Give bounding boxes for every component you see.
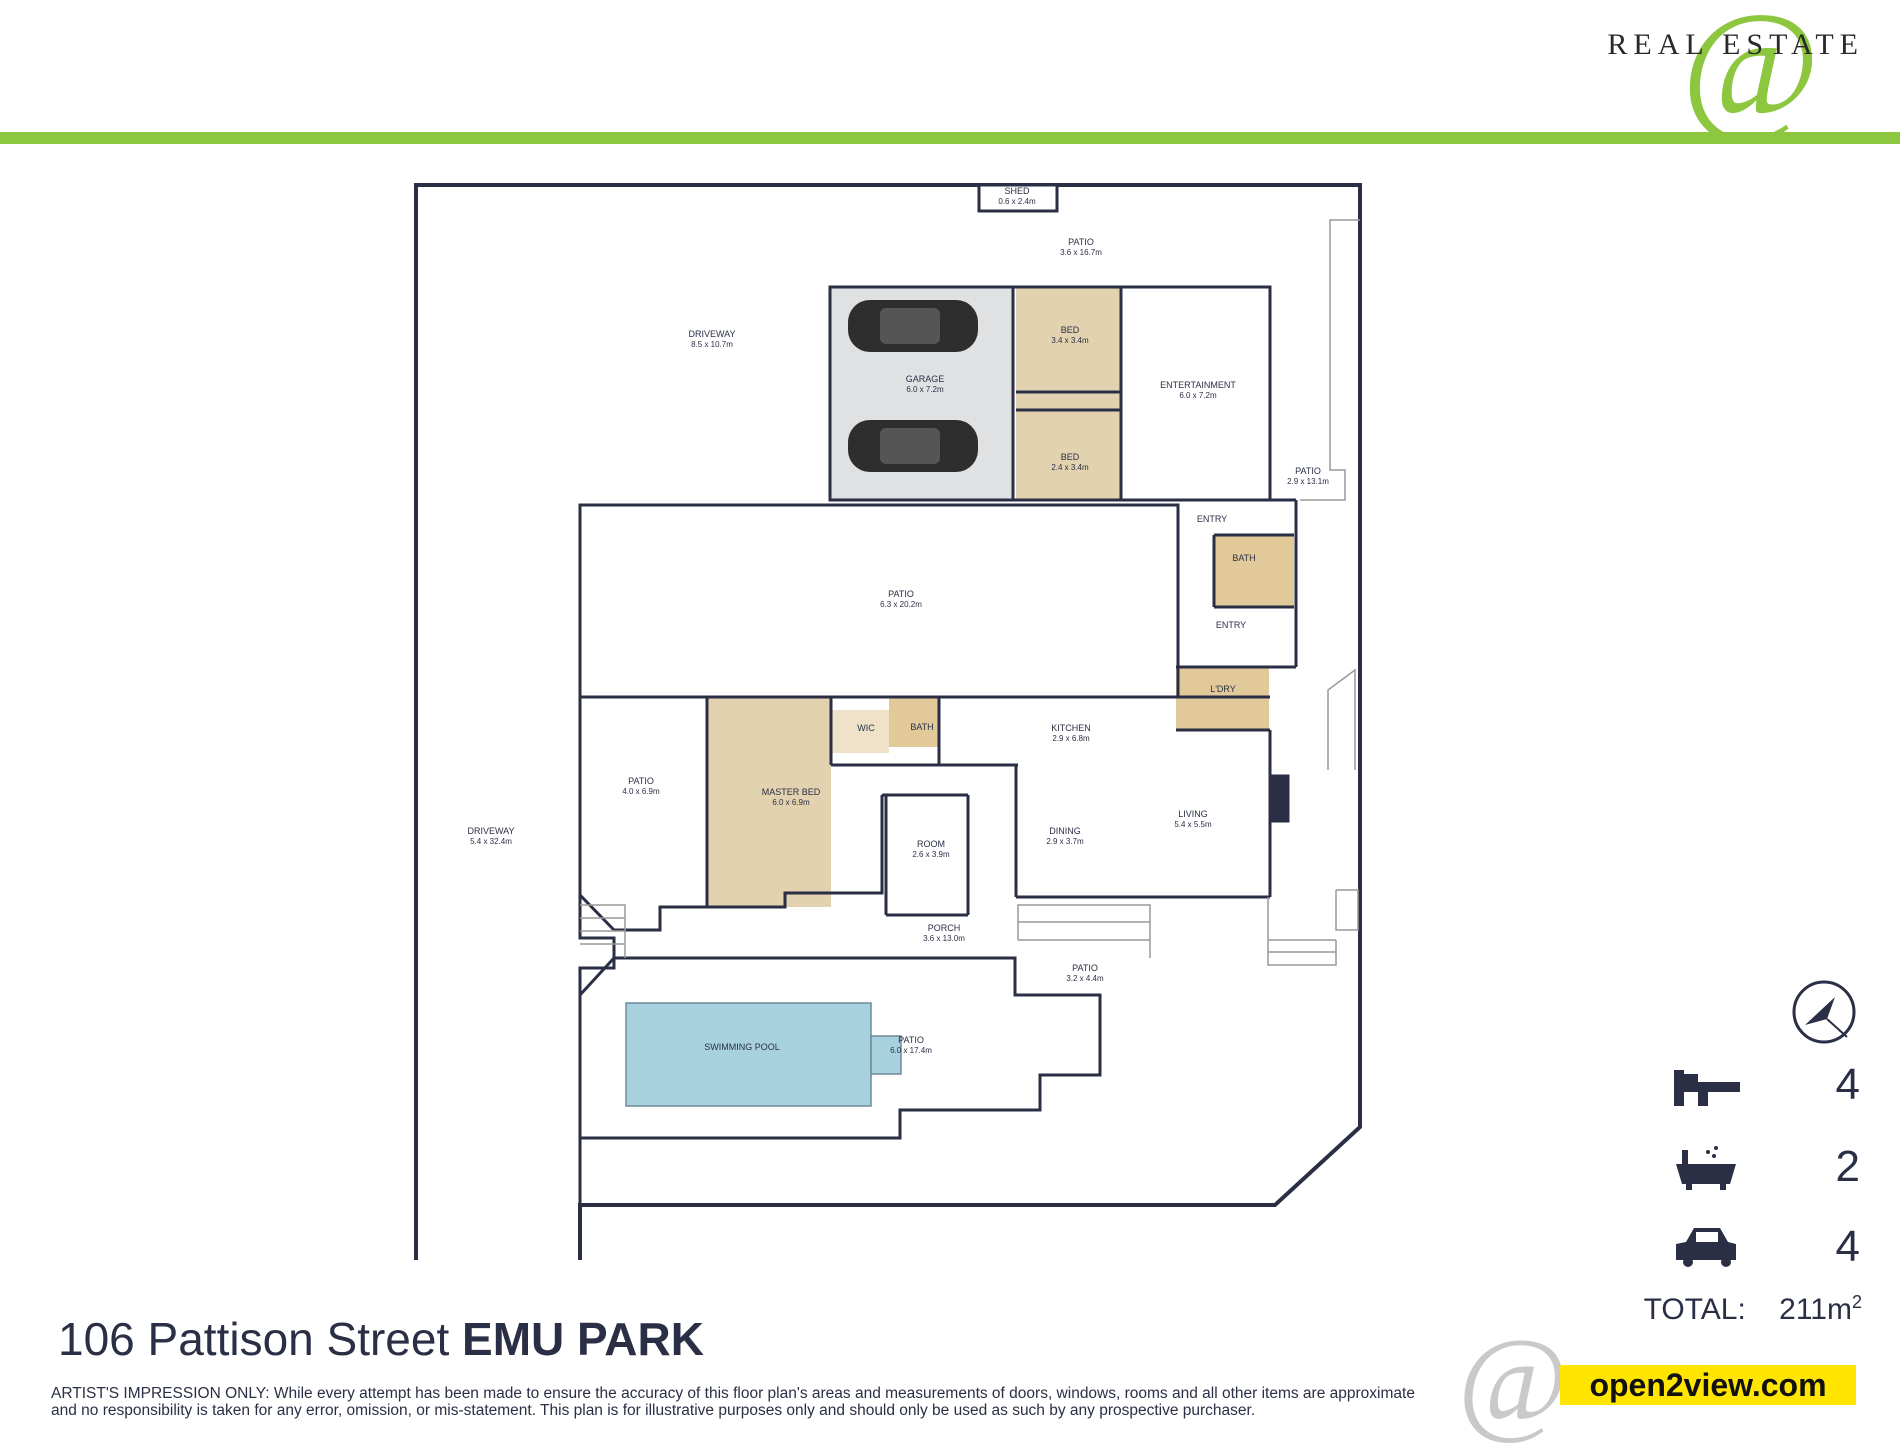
room-size: 2.9 x 6.8m: [1052, 734, 1090, 743]
room-label: DRIVEWAY: [688, 329, 735, 339]
bedrooms-stat: 4: [1674, 1060, 1860, 1120]
room-label: GARAGE: [906, 374, 945, 384]
room-size: 6.3 x 20.2m: [880, 600, 922, 609]
bath-floor-2: [1214, 535, 1294, 607]
total-area: TOTAL: 211m2: [1644, 1292, 1862, 1327]
compass-icon: [1791, 979, 1857, 1045]
room-label: PATIO: [1295, 466, 1321, 476]
pool-patio-outline: [578, 956, 1102, 1140]
total-unit-sup: 2: [1851, 1292, 1862, 1312]
room-size: 2.9 x 13.1m: [1287, 477, 1329, 486]
room-label: PATIO: [628, 776, 654, 786]
bathrooms-count: 2: [1835, 1142, 1860, 1191]
room-size: 8.5 x 10.7m: [691, 340, 733, 349]
room-size: 2.4 x 3.4m: [1051, 463, 1089, 472]
room-label: BED: [1061, 325, 1080, 335]
bedrooms-count: 4: [1835, 1060, 1860, 1109]
room-size: 5.4 x 5.5m: [1174, 820, 1212, 829]
watermark-at-logo: @: [1458, 1313, 1569, 1446]
wic-floor: [832, 710, 889, 753]
room-label: PATIO: [898, 1035, 924, 1045]
room-label: PATIO: [1068, 237, 1094, 247]
car-icon-1: [848, 300, 978, 352]
total-label: TOTAL:: [1643, 1293, 1746, 1326]
room-size: 3.2 x 4.4m: [1066, 974, 1104, 983]
room-label: ENTRY: [1216, 620, 1246, 630]
room-label: BATH: [910, 722, 933, 732]
master-bed-floor: [707, 697, 831, 907]
open2view-logo: open2view.com: [1560, 1365, 1856, 1405]
room-label: DRIVEWAY: [467, 826, 514, 836]
room-size: 2.9 x 3.7m: [1046, 837, 1084, 846]
address-suburb: EMU PARK: [462, 1313, 704, 1365]
parking-stat: 4: [1676, 1222, 1860, 1282]
room-size: 0.6 x 2.4m: [998, 197, 1036, 206]
room-label: KITCHEN: [1051, 723, 1091, 733]
brand-at-logo: @: [1681, 0, 1820, 148]
bed-icon: [1674, 1070, 1740, 1106]
room-size: 6.0 x 17.4m: [890, 1046, 932, 1055]
swimming-pool: [625, 1002, 872, 1107]
shed: [977, 183, 1059, 213]
room-size: 3.6 x 16.7m: [1060, 248, 1102, 257]
room-size: 6.0 x 7.2m: [906, 385, 944, 394]
property-address: 106 Pattison Street EMU PARK: [58, 1312, 704, 1366]
room-label: PATIO: [1072, 963, 1098, 973]
room-label: LIVING: [1178, 809, 1208, 819]
room-size: 5.4 x 32.4m: [470, 837, 512, 846]
bathtub-icon: [1676, 1146, 1736, 1190]
parking-count: 4: [1835, 1222, 1860, 1271]
room-size: 6.0 x 6.9m: [772, 798, 810, 807]
header-accent-bar: [0, 132, 1900, 144]
address-street: 106 Pattison Street: [58, 1313, 450, 1365]
bathrooms-stat: 2: [1676, 1142, 1860, 1202]
pool-step: [870, 1035, 902, 1075]
room-label: SHED: [1004, 186, 1030, 196]
room-size: 6.0 x 7.2m: [1179, 391, 1217, 400]
disclaimer: ARTIST'S IMPRESSION ONLY: While every at…: [51, 1385, 1415, 1419]
car-icon: [1676, 1228, 1736, 1267]
house-walls: [578, 285, 1298, 1205]
brand-name: REAL ESTATE: [1607, 28, 1864, 61]
room-label: PATIO: [888, 589, 914, 599]
room-label: WIC: [857, 723, 875, 733]
room-size: 3.6 x 13.0m: [923, 934, 965, 943]
total-unit: m: [1826, 1293, 1852, 1326]
car-icon-2: [848, 420, 978, 472]
room-label: L'DRY: [1210, 684, 1236, 694]
porch-steps: [580, 219, 1360, 966]
room-label: BATH: [1232, 553, 1255, 563]
room-label: BED: [1061, 452, 1080, 462]
room-size: 4.0 x 6.9m: [622, 787, 660, 796]
bath-floor: [889, 697, 939, 747]
room-label: DINING: [1049, 826, 1081, 836]
total-value: 211: [1779, 1293, 1827, 1326]
room-label: ENTRY: [1197, 514, 1227, 524]
room-label: ENTERTAINMENT: [1160, 380, 1236, 390]
room-label: SWIMMING POOL: [704, 1042, 780, 1052]
room-label: PORCH: [928, 923, 961, 933]
room-label: ROOM: [917, 839, 945, 849]
room-size: 3.4 x 3.4m: [1051, 336, 1089, 345]
room-size: 2.6 x 3.9m: [912, 850, 950, 859]
room-label: MASTER BED: [762, 787, 821, 797]
